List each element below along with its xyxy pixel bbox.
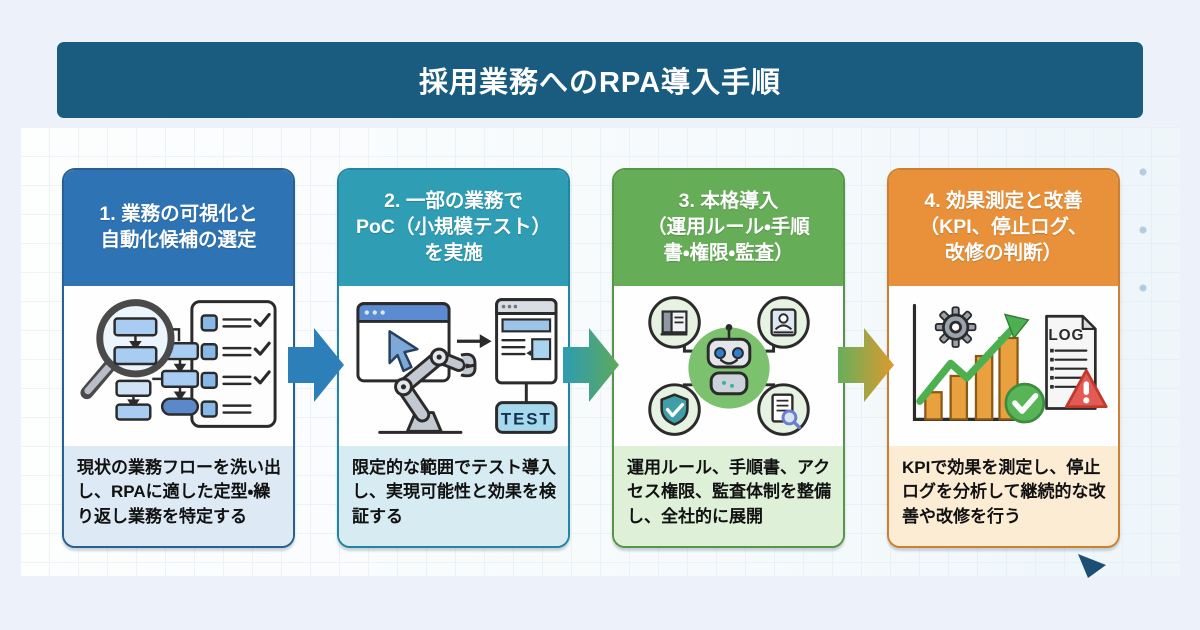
- cursor-pointer-icon: [1078, 554, 1106, 578]
- step-card-4: 4. 効果測定と改善 （KPI、停止ログ、 改修の判断）: [887, 168, 1120, 548]
- step-4-description: KPIで効果を測定し、停止ログを分析して継続的な改善や改修を行う: [889, 446, 1118, 546]
- step-card-1: 1. 業務の可視化と 自動化候補の選定: [62, 168, 295, 548]
- title-bar: 採用業務へのRPA導入手順: [57, 42, 1143, 118]
- step-2-header: 2. 一部の業務で PoC（小規模テスト） を実施: [339, 170, 568, 286]
- robot-governance-network-icon: [614, 286, 843, 446]
- step-4-title: 4. 効果測定と改善 （KPI、停止ログ、 改修の判断）: [919, 190, 1088, 264]
- step-card-2: 2. 一部の業務で PoC（小規模テスト） を実施 TEST: [337, 168, 570, 548]
- step-1-header: 1. 業務の可視化と 自動化候補の選定: [64, 170, 293, 286]
- step-2-title: 2. 一部の業務で PoC（小規模テスト） を実施: [355, 190, 551, 264]
- step-3-title: 3. 本格導入 （運用ルール・手順 書・権限・監査）: [647, 190, 810, 264]
- kpi-chart-log-icon: LOG: [889, 286, 1118, 446]
- step-card-3: 3. 本格導入 （運用ルール・手順 書・権限・監査）: [612, 168, 845, 548]
- arrow-step2-to-step3-icon: [563, 328, 619, 402]
- log-label: LOG: [1048, 327, 1084, 344]
- step-1-title: 1. 業務の可視化と 自動化候補の選定: [99, 203, 258, 251]
- browser-robot-arm-test-icon: TEST: [339, 286, 568, 446]
- step-3-header: 3. 本格導入 （運用ルール・手順 書・権限・監査）: [614, 170, 843, 286]
- magnifier-flowchart-checklist-icon: [64, 286, 293, 446]
- arrow-step1-to-step2-icon: [288, 328, 344, 402]
- test-label: TEST: [500, 409, 551, 428]
- step-3-description: 運用ルール、手順書、アクセス権限、監査体制を整備し、全社的に展開: [614, 446, 843, 546]
- step-2-description: 限定的な範囲でテスト導入し、実現可能性と効果を検証する: [339, 446, 568, 546]
- step-1-description: 現状の業務フローを洗い出し、RPAに適した定型・繰り返し業務を特定する: [64, 446, 293, 546]
- step-4-header: 4. 効果測定と改善 （KPI、停止ログ、 改修の判断）: [889, 170, 1118, 286]
- arrow-step3-to-step4-icon: [838, 328, 894, 402]
- page-title: 採用業務へのRPA導入手順: [418, 67, 782, 99]
